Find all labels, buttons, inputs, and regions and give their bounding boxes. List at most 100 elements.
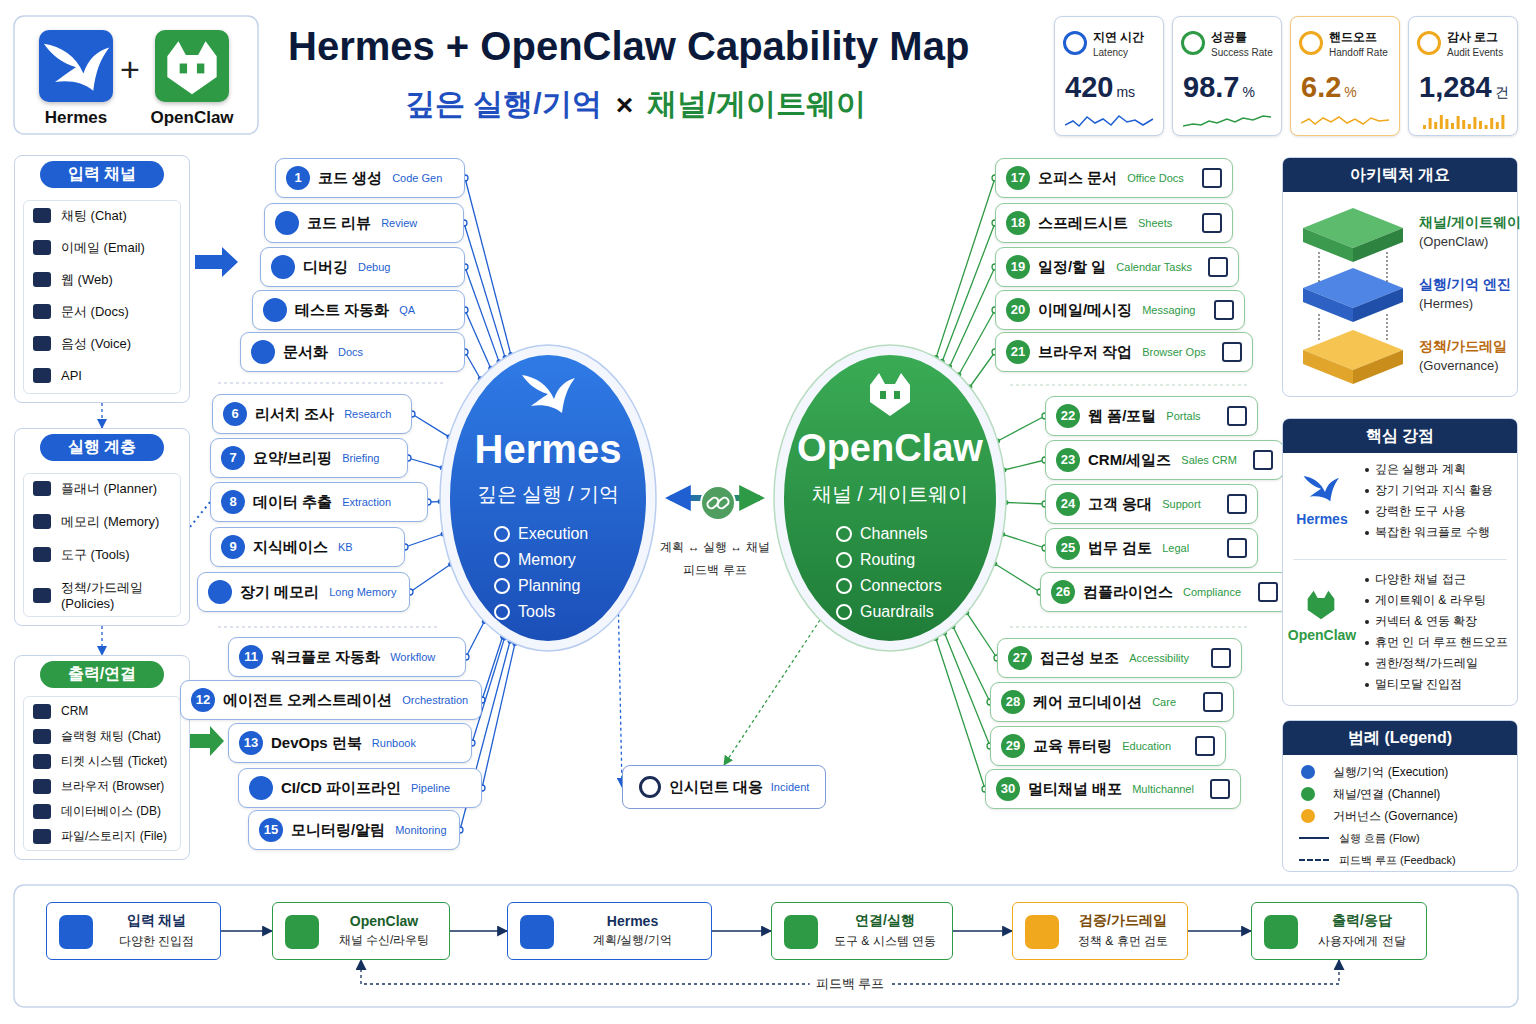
subtitle: × — [616, 88, 634, 122]
cap-inner: 15모니터링/알림Monitoring — [249, 811, 459, 849]
panel-item: 정책/가드레일 (Policies) — [61, 580, 179, 611]
capability-box: 코드 리뷰Review — [264, 203, 464, 243]
panel-item: 메모리 (Memory) — [61, 514, 159, 530]
panel-title: 핵심 강점 — [1366, 426, 1434, 447]
flow-band — [14, 885, 1518, 1007]
cap-title: 요약/브리핑 — [253, 449, 332, 468]
connector — [940, 220, 998, 364]
connector-line — [408, 458, 442, 468]
connector-line — [953, 930, 1012, 932]
flow-box: OpenClaw채널 수신/라우팅 — [272, 902, 450, 960]
bullet-text: 장기 기억과 지식 활용 — [1375, 482, 1493, 499]
layer-illustration — [1291, 202, 1415, 392]
connector — [953, 931, 1012, 932]
oval-list: ChannelsRoutingConnectorsGuardrails — [836, 521, 942, 625]
kpi-icon — [1299, 31, 1323, 55]
flow-title: 연결/실행 — [855, 912, 915, 930]
panel: 아키텍처 개요채널/게이트웨이(OpenClaw)실행/기억 엔진(Hermes… — [1282, 157, 1518, 397]
title: Hermes + OpenClaw Capability Map — [288, 24, 969, 69]
feature: Guardrails — [860, 603, 934, 621]
cap-icon — [1258, 582, 1278, 602]
legend-swatch — [1301, 809, 1315, 823]
panel: 입력 채널채팅 (Chat)이메일 (Email)웹 (Web)문서 (Docs… — [14, 155, 190, 403]
capability-box: 문서화Docs — [240, 332, 465, 372]
panel-item: 플래너 (Planner) — [61, 481, 157, 497]
cap-subtitle: Education — [1122, 740, 1171, 752]
capability-box: 18스프레드시트Sheets — [995, 203, 1233, 243]
cap-title: 테스트 자동화 — [295, 301, 389, 320]
incident-box: 인시던트 대응Incident — [622, 765, 826, 809]
connector — [995, 413, 1048, 444]
subtitle: 채널/게이트웨이 — [647, 84, 865, 125]
callout-number: 18 — [1006, 211, 1030, 235]
cap-subtitle: Orchestration — [402, 694, 468, 706]
shape — [1468, 124, 1471, 129]
panel-title: 실행 계층 — [40, 434, 164, 461]
bullet — [1365, 510, 1369, 514]
item-icon — [33, 481, 51, 496]
hub-oval: OpenClaw채널 / 게이트웨이ChannelsRoutingConnect… — [772, 343, 1008, 653]
connector-line — [465, 352, 480, 379]
cap-subtitle: Workflow — [390, 651, 435, 663]
connector-line — [619, 614, 623, 787]
shape — [1490, 118, 1493, 129]
bullet-row: 복잡한 워크플로 수행 — [1365, 522, 1513, 543]
feature-icon — [836, 526, 852, 542]
hub-subtitle: 채널 / 게이트웨이 — [812, 481, 969, 508]
cap-inner: 장기 메모리Long Memory — [198, 573, 409, 611]
flow-icon — [285, 915, 319, 949]
cap-subtitle: Review — [381, 217, 417, 229]
legend-line — [1299, 859, 1329, 861]
separator — [1010, 627, 1250, 628]
cap-subtitle: Support — [1162, 498, 1201, 510]
shape — [1301, 117, 1389, 124]
callout-number: 28 — [1001, 690, 1025, 714]
kpi-icon — [1063, 31, 1087, 55]
connector-line — [466, 622, 484, 658]
callout-number: 19 — [1006, 255, 1030, 279]
cap-icon — [1227, 494, 1247, 514]
kpi-unit: ms — [1116, 84, 1135, 100]
shape — [1303, 228, 1353, 262]
flow-sub: 채널 수신/라우팅 — [339, 932, 430, 949]
callout-number: 29 — [1001, 734, 1025, 758]
logo-name: OpenClaw — [146, 108, 238, 128]
cap-icon — [1214, 300, 1234, 320]
bullet-row: 휴먼 인 더 루프 핸드오프 — [1365, 632, 1513, 653]
layer-name: 실행/기억 엔진 — [1419, 276, 1513, 294]
text: Success Rate — [1211, 47, 1279, 58]
separator — [1010, 385, 1250, 386]
flow-sub: 계획/실행/기억 — [593, 932, 672, 949]
logo-icon — [155, 30, 229, 102]
cap-inner: 24고객 응대Support — [1046, 485, 1257, 523]
cap-title: 코드 생성 — [318, 169, 382, 188]
item-icon — [33, 754, 51, 769]
callout-number: 7 — [221, 446, 245, 470]
cap-icon — [275, 211, 299, 235]
kpi-unit: 건 — [1495, 84, 1509, 102]
cap-subtitle: Monitoring — [395, 824, 446, 836]
sparkline — [1419, 111, 1509, 131]
shape — [167, 41, 216, 94]
shape — [870, 373, 910, 416]
cap-icon — [1208, 257, 1228, 277]
legend-text: 거버넌스 (Governance) — [1333, 808, 1458, 825]
panel-item: 음성 (Voice) — [61, 336, 131, 352]
item-icon — [33, 208, 51, 223]
shape — [1304, 476, 1339, 501]
cap-title: 문서화 — [283, 343, 328, 362]
cap-icon — [1227, 538, 1247, 558]
kpi-icon — [1181, 31, 1205, 55]
cap-subtitle: Code Gen — [392, 172, 442, 184]
connector — [463, 619, 487, 660]
shape — [1423, 125, 1426, 129]
shape — [870, 373, 910, 416]
panel-title: 아키텍처 개요 — [1350, 165, 1450, 186]
bullet-row: 게이트웨이 & 라우팅 — [1365, 590, 1513, 611]
cap-inner: 30멀티채널 배포Multichannel — [986, 770, 1240, 808]
flow-sub: 다양한 진입점 — [119, 933, 194, 950]
shape — [1303, 288, 1353, 322]
connector-line — [450, 930, 507, 932]
connector-line — [712, 930, 771, 932]
item-icon — [33, 514, 51, 529]
